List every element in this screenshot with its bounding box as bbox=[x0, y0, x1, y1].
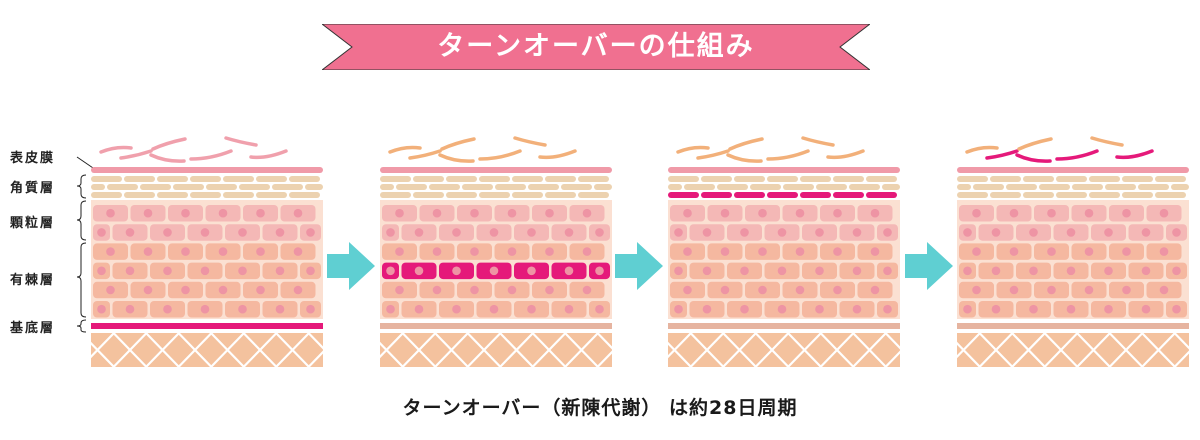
label-basal: 基底層 bbox=[10, 321, 56, 336]
title-banner: ターンオーバーの仕組み bbox=[322, 24, 870, 70]
skin-panel-stage-3 bbox=[668, 130, 900, 370]
skin-panel-stage-2 bbox=[380, 130, 612, 370]
arrow-right-icon bbox=[615, 242, 663, 290]
label-film: 表皮膜 bbox=[10, 151, 56, 166]
label-granular: 顆粒層 bbox=[10, 216, 56, 231]
label-corneum: 角質層 bbox=[10, 181, 56, 196]
ribbon-shape bbox=[322, 24, 870, 70]
skin-panel-stage-4 bbox=[957, 130, 1189, 370]
page-title: ターンオーバーの仕組み bbox=[437, 31, 755, 62]
caption: ターンオーバー（新陳代謝） は約28日周期 bbox=[402, 397, 798, 419]
arrow-right-icon bbox=[327, 242, 375, 290]
arrow-right-icon bbox=[905, 242, 953, 290]
skin-panel-stage-1 bbox=[91, 130, 323, 370]
label-spinous: 有棘層 bbox=[10, 273, 56, 288]
label-brackets bbox=[76, 156, 95, 333]
